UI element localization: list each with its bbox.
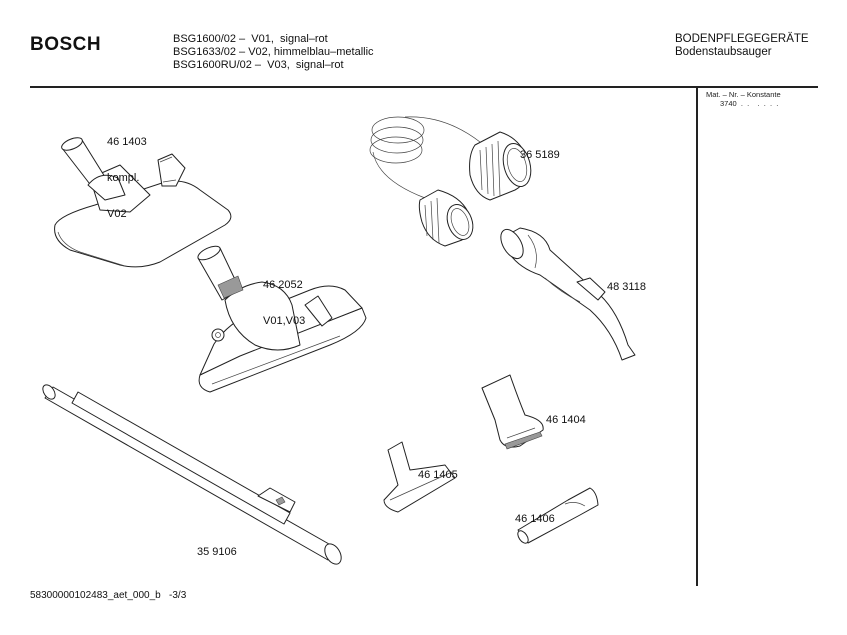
part-label-46-1403: 46 1403 kompl. V02 xyxy=(107,112,147,232)
brand-logo: BOSCH xyxy=(30,34,102,55)
part-variant: V01,V03 xyxy=(263,315,306,327)
category-subtitle: Bodenstaubsauger xyxy=(675,46,772,58)
telescopic-tube-drawing[interactable] xyxy=(40,383,344,567)
model-line: BSG1600RU/02 – V03, signal–rot xyxy=(173,59,344,71)
part-number: 46 1405 xyxy=(418,469,458,481)
model-list: BSG1600/02 – V01, signal–rot BSG1633/02 … xyxy=(173,33,374,72)
part-note: kompl. xyxy=(107,172,140,184)
model-line: BSG1600/02 – V01, signal–rot xyxy=(173,33,328,45)
floor-nozzle-combi-drawing[interactable] xyxy=(54,135,232,268)
document-id: 58300000102483_aet_000_b -3/3 xyxy=(30,590,187,601)
material-number-title: Mat. – Nr. – Konstante xyxy=(706,90,781,99)
part-label-46-1404: 46 1404 xyxy=(546,390,586,438)
part-number: 48 3118 xyxy=(607,281,646,293)
upholstery-nozzle-drawing[interactable] xyxy=(383,441,456,513)
part-number: 36 5189 xyxy=(520,149,560,161)
part-label-46-1405: 46 1405 xyxy=(418,445,458,493)
category-title: BODENPFLEGEGERÄTE xyxy=(675,33,809,45)
floor-nozzle-drawing[interactable] xyxy=(196,243,367,393)
part-label-36-5189: 36 5189 xyxy=(520,125,560,173)
header-divider xyxy=(30,86,818,88)
side-panel-divider xyxy=(696,87,698,586)
part-number: 46 2052 xyxy=(263,279,303,291)
part-number: 46 1403 xyxy=(107,136,147,148)
part-label-35-9106: 35 9106 xyxy=(197,522,237,570)
part-label-46-1406: 46 1406 xyxy=(515,489,555,537)
category-block: BODENPFLEGEGERÄTE Bodenstaubsauger xyxy=(675,33,809,59)
part-number: 35 9106 xyxy=(197,546,237,558)
model-line: BSG1633/02 – V02, himmelblau–metallic xyxy=(173,46,374,58)
crevice-nozzle-drawing[interactable] xyxy=(516,487,599,545)
material-number-value: 3740 . . . . . . xyxy=(720,99,779,108)
dusting-brush-drawing[interactable] xyxy=(481,374,544,450)
hose-drawing[interactable] xyxy=(369,116,535,247)
part-label-46-2052: 46 2052 V01,V03 xyxy=(263,255,305,339)
part-number: 46 1404 xyxy=(546,414,586,426)
part-label-48-3118: 48 3118 xyxy=(607,257,646,305)
part-number: 46 1406 xyxy=(515,513,555,525)
material-number-panel: Mat. – Nr. – Konstante 3740 . . . . . . xyxy=(706,90,781,108)
hose-handle-drawing[interactable] xyxy=(496,226,636,361)
part-variant: V02 xyxy=(107,208,127,220)
